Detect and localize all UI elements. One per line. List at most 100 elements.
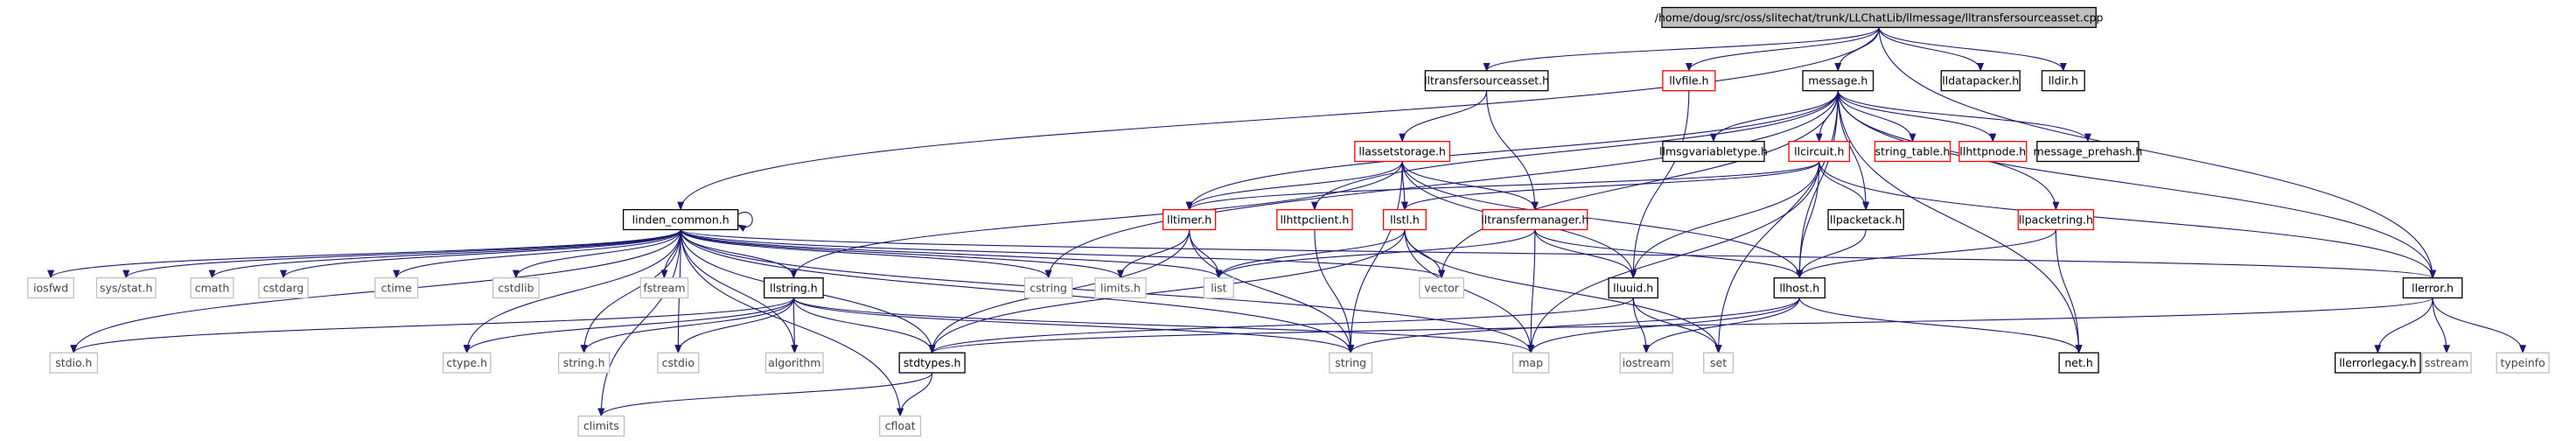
node-llhttpnode-h[interactable]: llhttpnode.h [1958,141,2028,163]
edge-llcircuit_h-to-lluuid_h [1630,161,1820,279]
edge-root-to-lldir_h [1878,27,2067,72]
node-label: stdio.h [55,356,92,369]
node-box [374,276,419,299]
edge-message_h-to-llpacketack_h [1837,90,1870,211]
edge-llcircuit_h-to-lltimer_h [1185,161,1820,211]
node-box [557,352,611,374]
node-llassetstorage-h[interactable]: llassetstorage.h [1354,141,1451,163]
edge-llerror_h-to-stdtypes_h [929,297,2433,354]
node-llstring-h[interactable]: llstring.h [764,276,824,299]
edge-message_h-to-llhttpnode_h [1837,90,1997,143]
node-label: iosfwd [33,281,68,294]
node-lltransfersourceasset-h[interactable]: lltransfersourceasset.h [1424,70,1549,92]
node-stdtypes-h[interactable]: stdtypes.h [898,352,966,374]
node-sstream: sstream [2421,352,2472,374]
edge-llcircuit_h-to-llerror_h [1819,161,2437,279]
edge-llcircuit_h-to-llhost_h [1796,161,1820,279]
edge-llpacketring_h-to-net_h [2055,229,2083,354]
node-label: linden_common.h [632,213,730,226]
node-lldir-h[interactable]: lldir.h [2041,70,2085,92]
node-lldatapacker-h[interactable]: lldatapacker.h [1940,70,2021,92]
node-label: sys/stat.h [100,281,153,294]
node-box [1802,70,1874,92]
node-llvfile-h[interactable]: llvfile.h [1662,70,1716,92]
edge-llcircuit_h-to-map [1527,161,1820,354]
node-label: lluuid.h [1613,281,1653,294]
node-lluuid-h[interactable]: lluuid.h [1608,276,1658,299]
node-box [2421,352,2472,374]
node-box [2058,352,2099,374]
edge-linden_common_h-to-cstdlib [512,229,681,279]
node-box [1662,141,1765,163]
node-iostream: iostream [1619,352,1673,374]
node-label: message.h [1808,74,1867,88]
node-label: llvfile.h [1669,74,1708,88]
dependency-edges [47,27,2527,417]
edge-linden_common_h-to-vector [680,229,1445,279]
node-lltransfermanager-h[interactable]: lltransfermanager.h [1481,208,1588,231]
node-llmsgvariabletype-h[interactable]: llmsgvariabletype.h [1659,141,1768,163]
edge-lltransfermanager_h-to-llhost_h [1534,229,1804,279]
node-linden-common-h[interactable]: linden_common.h [622,208,739,231]
node-label: typeinfo [2500,356,2545,369]
node-box [1662,70,1716,92]
node-llpacketring-h[interactable]: llpacketring.h [2017,208,2095,231]
node-box [764,276,824,299]
edge-linden_common_h-to-llerror_h [680,229,2436,279]
edge-message_h-to-llerror_h [1837,90,2437,279]
node-box [2041,70,2085,92]
edge-linden_common_h-to-list [680,229,1223,279]
node-net-h[interactable]: net.h [2058,352,2099,374]
edge-llerror_h-to-sstream [2432,298,2451,354]
edge-llstl_h-to-vector [1404,229,1446,279]
edge-linden_common_h-to-cstring [680,229,1052,279]
node-box [258,276,309,299]
node-cstdio: cstdio [657,352,700,374]
node-label: llhost.h [1779,281,1819,294]
edge-llstl_h-to-list [1215,229,1406,279]
node-iosfwd: iosfwd [27,276,74,299]
edge-linden_common_h-to-limits_h [680,229,1124,279]
edge-llhost_h-to-net_h [1798,298,2083,354]
node-llpacketack-h[interactable]: llpacketack.h [1827,208,1904,231]
node-box [1162,208,1217,231]
edge-lltransfersourceasset_h-to-llassetstorage_h [1399,90,1488,143]
edge-llstl_h-to-map [1404,229,1535,354]
edge-llhost_h-to-iostream [1643,298,1800,354]
node-llcircuit-h[interactable]: llcircuit.h [1788,141,1851,163]
node-message-h[interactable]: message.h [1802,70,1874,92]
node-vector: vector [1419,276,1465,299]
node-label: fstream [643,281,685,294]
node-llerror-h[interactable]: llerror.h [2402,276,2463,299]
edge-linden_common_h-to-climits [597,229,681,417]
node-string-table-h[interactable]: string_table.h [1874,141,1951,163]
node-llhost-h[interactable]: llhost.h [1773,276,1826,299]
node-string: string [1329,352,1373,374]
node-llstl-h[interactable]: llstl.h [1382,208,1427,231]
node-label: cstdarg [263,281,304,294]
node-lltimer-h[interactable]: lltimer.h [1162,208,1217,231]
node-llhttpclient-h[interactable]: llhttpclient.h [1276,208,1353,231]
node-box [1382,208,1427,231]
node-box [1419,276,1465,299]
edge-lltimer_h-to-string [1189,229,1355,354]
edge-llstring_h-to-string [792,298,1354,354]
edge-llvfile_h-to-lluuid_h [1630,90,1690,279]
edge-linden_common_h-to-algorithm [680,229,799,354]
node-llerrorlegacy-h[interactable]: llerrorlegacy.h [2335,352,2421,374]
node-box [1608,276,1658,299]
edge-root-to-lltransfersourceasset_h [1483,27,1880,72]
edge-linden_common_h-to-string [680,229,1355,354]
node-label: ctime [381,281,412,294]
node-label: llpacketack.h [1830,213,1902,226]
edge-llerror_h-to-typeinfo [2432,298,2527,354]
node-box [2496,352,2550,374]
node-box [898,352,966,374]
node-message-prehash-h[interactable]: message_prehash.h [2033,141,2142,163]
node-label: cstdio [662,356,695,369]
node-label: lltransfermanager.h [1481,213,1588,226]
edge-lltimer_h-to-limits_h [1117,229,1190,279]
node-label: llhttpclient.h [1281,213,1350,226]
node-label: llmsgvariabletype.h [1659,144,1768,158]
